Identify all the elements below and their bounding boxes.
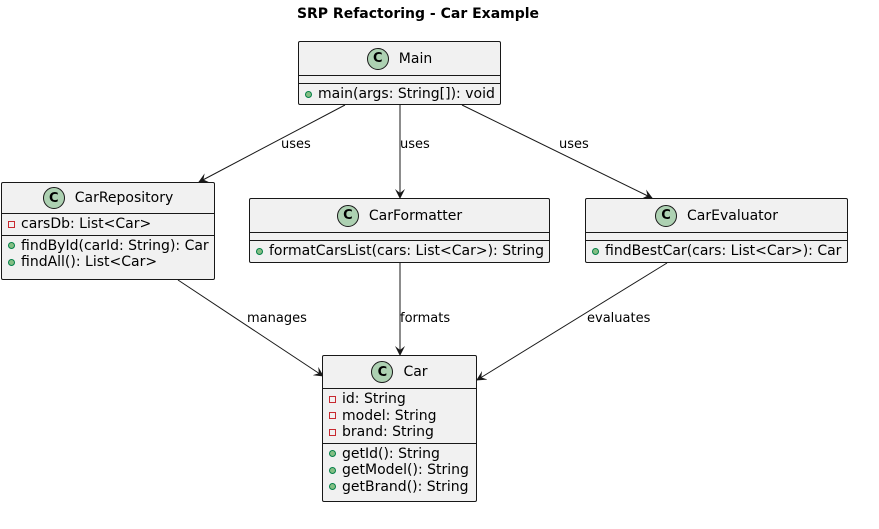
class-header: C CarFormatter [250,199,549,233]
edge-label-main-carevaluator: uses [559,137,589,152]
class-icon: C [366,47,389,70]
edge-main-carevaluator [461,104,653,199]
edge-label-carevaluator-car: evaluates [587,311,651,326]
private-visibility-icon [8,220,15,228]
class-header: C Car [323,356,476,389]
edge-label-carformatter-car: formats [400,311,451,326]
attributes-section [586,233,847,241]
public-visibility-icon [256,247,263,255]
class-icon: C [42,187,65,209]
attributes-section [299,76,500,84]
class-header: C CarRepository [2,183,214,214]
edge-main-carrepository [198,104,346,183]
attribute-row: brand: String [323,424,476,441]
class-header: C Main [299,42,500,76]
methods-section: findBestCar(cars: List<Car>): Car [586,241,847,262]
edge-carrepository-car [177,279,324,377]
method-row: main(args: String[]): void [299,86,500,103]
class-name: CarEvaluator [687,207,778,224]
diagram-title: SRP Refactoring - Car Example [296,6,540,22]
class-name: Main [398,50,433,67]
attribute-row: id: String [323,391,476,408]
class-carrepository: C CarRepository carsDb: List<Car> findBy… [1,182,215,280]
method-row: formatCarsList(cars: List<Car>): String [250,243,549,260]
class-main: C Main main(args: String[]): void [298,41,501,105]
class-carevaluator: C CarEvaluator findBestCar(cars: List<Ca… [585,198,848,263]
methods-section: findById(carId: String): Car findAll(): … [2,236,214,273]
attribute-row: model: String [323,408,476,425]
attributes-section [250,233,549,241]
class-icon: C [336,204,359,227]
class-header: C CarEvaluator [586,199,847,233]
private-visibility-icon [329,395,336,403]
attributes-section: id: String model: String brand: String [323,389,476,444]
method-row: getId(): String [323,446,476,463]
class-icon: C [655,204,677,227]
method-row: getModel(): String [323,462,476,479]
method-row: findAll(): List<Car> [2,254,214,271]
class-carformatter: C CarFormatter formatCarsList(cars: List… [249,198,550,263]
public-visibility-icon [329,466,336,474]
class-icon: C [371,361,394,383]
method-row: findBestCar(cars: List<Car>): Car [586,243,847,260]
public-visibility-icon [329,483,336,491]
methods-section: main(args: String[]): void [299,84,500,105]
methods-section: getId(): String getModel(): String getBr… [323,444,476,498]
attribute-row: carsDb: List<Car> [2,216,214,233]
public-visibility-icon [8,242,15,250]
edge-carevaluator-car [476,262,668,381]
public-visibility-icon [592,247,599,255]
edge-label-carrepository-car: manages [247,311,307,326]
edge-label-main-carrepository: uses [281,137,311,152]
edge-label-main-carformatter: uses [400,137,430,152]
public-visibility-icon [8,258,15,266]
public-visibility-icon [305,90,312,98]
methods-section: formatCarsList(cars: List<Car>): String [250,241,549,262]
method-row: getBrand(): String [323,479,476,496]
class-name: CarFormatter [368,207,463,224]
attributes-section: carsDb: List<Car> [2,214,214,236]
public-visibility-icon [329,450,336,458]
private-visibility-icon [329,428,336,436]
class-name: Car [403,364,428,380]
method-row: findById(carId: String): Car [2,238,214,255]
class-car: C Car id: String model: String brand: St… [322,355,477,502]
class-name: CarRepository [74,190,174,206]
private-visibility-icon [329,412,336,420]
